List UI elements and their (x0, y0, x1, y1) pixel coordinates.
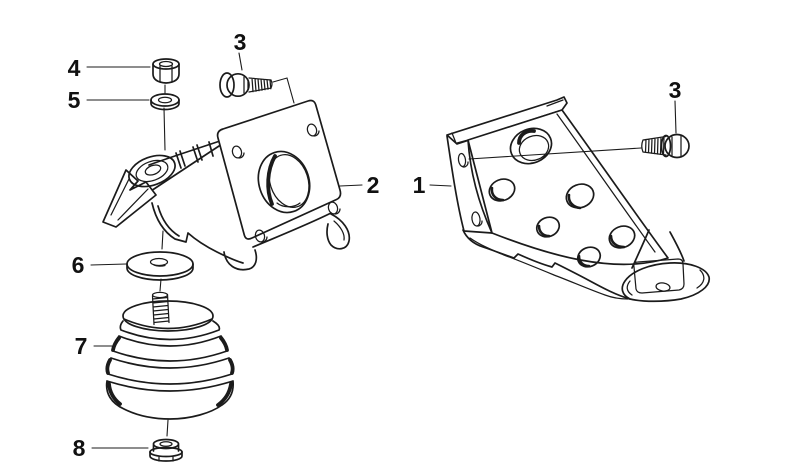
callout-1-label: 1 (413, 172, 426, 198)
callout-3-right-label: 3 (669, 77, 682, 103)
bracket1-foot (462, 229, 631, 300)
part-8-flange-nut (149, 438, 183, 462)
bolt-right-pointer (468, 147, 642, 160)
bracket1-hole-d (608, 225, 636, 249)
part-4-hex-nut (152, 58, 180, 84)
nut-8-hole (159, 441, 173, 447)
part-6-washer-disc (126, 251, 194, 281)
axis-mount-nut8 (166, 419, 169, 437)
mount-shading (105, 336, 235, 407)
bracket-eye-hole (144, 164, 162, 176)
part-3-bolt-top (219, 72, 273, 98)
bolt-top-flange (219, 72, 235, 98)
bolt-right-flange (660, 134, 672, 158)
mount-top-cap (122, 300, 214, 332)
plate-underside-flange (252, 212, 351, 250)
part-3-bolt-right (641, 133, 690, 159)
bolt-right-head (664, 133, 690, 159)
axis-bracket-washer6 (161, 230, 164, 250)
part-5-washer (150, 93, 180, 111)
bracket1-hole-a (488, 178, 516, 202)
callout-6-leader (90, 263, 127, 266)
callout-4-label: 4 (68, 55, 81, 81)
part-1-support-bracket (446, 96, 710, 303)
axis-washer5-bracket (163, 107, 166, 151)
bracket-eye-boss (128, 154, 176, 188)
plate-big-hole (257, 150, 311, 214)
callout-6-label: 6 (72, 252, 85, 278)
callout-1-leader (429, 184, 452, 187)
bracket1-tongue (621, 262, 710, 303)
axis-washer6-stud (159, 278, 162, 292)
plate-bore-shadow (266, 154, 277, 206)
callout-2-label: 2 (367, 172, 380, 198)
callout-2-leader (339, 184, 363, 187)
callout-7-label: 7 (75, 333, 88, 359)
washer-5-hole (157, 96, 173, 104)
bolt-top-pointer (272, 77, 295, 104)
callout-3-top-label: 3 (234, 29, 247, 55)
callout-3-right-leader (674, 100, 677, 134)
nut-4-hole (158, 60, 174, 68)
part-7-engine-mount (105, 291, 235, 420)
bracket1-tongue-hole (655, 282, 671, 292)
part-2-bracket-body (102, 140, 258, 271)
bracket1-hole-c (535, 216, 561, 238)
callout-5-label: 5 (68, 87, 81, 113)
bolt-top-head (226, 72, 250, 98)
callout-8-label: 8 (73, 435, 86, 461)
bracket1-main-face (467, 109, 669, 266)
bolt-top-threads (248, 77, 273, 93)
bracket1-top-flange (446, 96, 568, 145)
bolt-right-threads (641, 135, 667, 156)
washer-6-hole (149, 257, 169, 267)
bracket1-hole-b (565, 183, 595, 209)
callout-3-top-leader (238, 52, 243, 71)
bracket1-hole-shadows (490, 186, 626, 268)
plate-face (216, 99, 342, 240)
mount-stud-top (151, 291, 169, 299)
mount-stud-threads (151, 293, 170, 326)
bracket1-hole-e (576, 246, 602, 268)
part-2-mount-plate (216, 99, 351, 250)
mount-bellows (105, 318, 235, 420)
